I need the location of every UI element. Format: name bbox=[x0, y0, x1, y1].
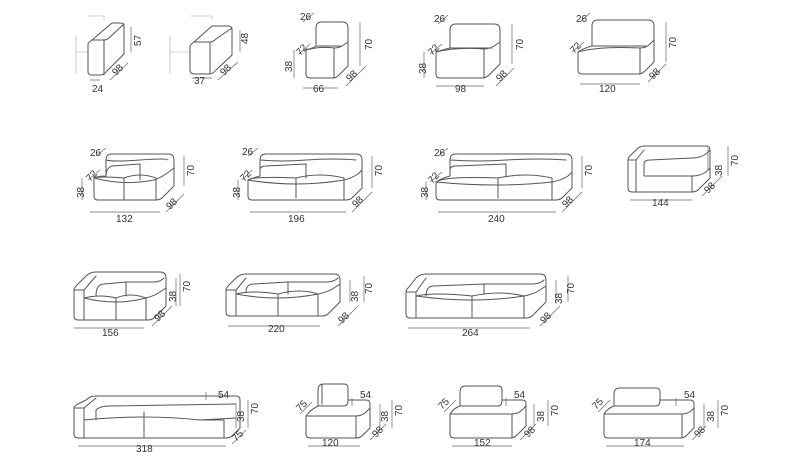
arm318-back-label: 54 bbox=[218, 390, 230, 401]
module-armrest: 57 24 98 bbox=[75, 15, 144, 95]
armrest-width-label: 24 bbox=[92, 84, 104, 95]
sofa240-height-label: 70 bbox=[584, 164, 595, 176]
seat98-width-label: 98 bbox=[455, 84, 467, 95]
sofa132-seatdepth-label: 72 bbox=[84, 168, 100, 184]
seat120-back-label: 26 bbox=[576, 14, 588, 25]
backrest-depth-label: 98 bbox=[218, 62, 234, 78]
module-seat-120: 26 72 70 120 98 bbox=[568, 12, 679, 95]
chaise152-back-label: 54 bbox=[514, 390, 526, 401]
module-sofa-132: 26 72 38 70 132 98 bbox=[76, 147, 197, 225]
chaise152-seatdepth-label: 75 bbox=[436, 396, 452, 412]
arm318-depth-label: 75 bbox=[230, 428, 246, 444]
seat66-width-label: 66 bbox=[313, 84, 325, 95]
arm156-height-label: 70 bbox=[182, 280, 193, 292]
arm220-seatheight-label: 38 bbox=[350, 290, 361, 302]
module-chaise-152: 54 75 38 70 152 98 bbox=[436, 385, 561, 449]
chaise152-width-label: 152 bbox=[474, 438, 491, 449]
seat98-height-label: 70 bbox=[515, 38, 526, 50]
sofa240-back-label: 26 bbox=[434, 148, 446, 159]
seat66-height-label: 70 bbox=[364, 38, 375, 50]
armrest-height-label: 57 bbox=[133, 34, 144, 46]
seat98-seatdepth-label: 72 bbox=[426, 42, 442, 58]
chaise174-width-label: 174 bbox=[634, 438, 651, 449]
sofa196-height-label: 70 bbox=[374, 164, 385, 176]
seat66-back-label: 26 bbox=[300, 12, 312, 23]
chaise152-seatheight-label: 38 bbox=[536, 410, 547, 422]
sofa240-seatdepth-label: 72 bbox=[426, 170, 442, 186]
sofa196-width-label: 196 bbox=[288, 214, 305, 225]
arm156-width-label: 156 bbox=[102, 328, 119, 339]
module-seat-66: 26 72 38 70 66 98 bbox=[284, 12, 375, 95]
chaise174-seatheight-label: 38 bbox=[706, 410, 717, 422]
arm220-depth-label: 98 bbox=[336, 310, 352, 326]
sofa132-seatheight-label: 38 bbox=[76, 186, 87, 198]
module-chaise-174: 54 75 38 70 174 98 bbox=[590, 387, 731, 449]
seat120-depth-label: 98 bbox=[647, 66, 663, 82]
arm318-seatheight-label: 38 bbox=[236, 410, 247, 422]
backrest-height-label: 48 bbox=[240, 32, 251, 44]
arm144-height-label: 70 bbox=[730, 154, 741, 166]
arm318-width-label: 318 bbox=[136, 444, 153, 455]
module-arm-seat-144: 38 70 144 98 bbox=[627, 145, 741, 209]
arm144-width-label: 144 bbox=[652, 198, 669, 209]
seat66-seatdepth-label: 72 bbox=[294, 42, 310, 58]
module-seat-98: 26 72 38 70 98 98 bbox=[418, 14, 526, 95]
module-sofa-196: 26 72 38 70 196 98 bbox=[232, 147, 385, 225]
module-arm-sofa-264: 38 70 264 98 bbox=[405, 273, 577, 339]
module-backrest-end: 48 37 98 bbox=[169, 15, 251, 87]
sofa196-seatheight-label: 38 bbox=[232, 186, 243, 198]
chaise120-width-label: 120 bbox=[322, 438, 339, 449]
arm318-height-label: 70 bbox=[250, 402, 261, 414]
chaise120-seatheight-label: 38 bbox=[380, 410, 391, 422]
sofa132-back-label: 26 bbox=[90, 148, 102, 159]
arm264-depth-label: 98 bbox=[538, 310, 554, 326]
module-sofa-240: 26 72 38 70 240 98 bbox=[420, 147, 595, 225]
seat120-seatdepth-label: 72 bbox=[568, 40, 584, 56]
module-arm-sofa-156: 38 70 156 98 bbox=[73, 271, 193, 339]
sofa132-depth-label: 98 bbox=[164, 196, 180, 212]
module-chaise-120: 54 75 38 70 120 98 bbox=[294, 383, 405, 449]
seat66-seatheight-label: 38 bbox=[284, 60, 295, 72]
arm144-seatheight-label: 38 bbox=[714, 164, 725, 176]
arm156-seatheight-label: 38 bbox=[168, 290, 179, 302]
chaise120-seatdepth-label: 75 bbox=[294, 398, 310, 414]
seat98-seatheight-label: 38 bbox=[418, 62, 429, 74]
seat98-back-label: 26 bbox=[434, 14, 446, 25]
sofa196-back-label: 26 bbox=[242, 147, 254, 158]
arm264-seatheight-label: 38 bbox=[554, 292, 565, 304]
backrest-width-label: 37 bbox=[194, 76, 206, 87]
chaise174-back-label: 54 bbox=[684, 390, 696, 401]
arm220-height-label: 70 bbox=[364, 282, 375, 294]
chaise152-height-label: 70 bbox=[550, 404, 561, 416]
chaise174-seatdepth-label: 75 bbox=[590, 396, 606, 412]
seat98-depth-label: 98 bbox=[494, 68, 510, 84]
chaise120-height-label: 70 bbox=[394, 404, 405, 416]
sofa132-height-label: 70 bbox=[186, 164, 197, 176]
arm264-width-label: 264 bbox=[462, 328, 479, 339]
sofa240-width-label: 240 bbox=[488, 214, 505, 225]
arm264-height-label: 70 bbox=[566, 282, 577, 294]
seat120-width-label: 120 bbox=[599, 84, 616, 95]
module-arm-sofa-220: 38 70 220 98 bbox=[225, 273, 375, 335]
seat66-depth-label: 98 bbox=[344, 68, 360, 84]
chaise120-back-label: 54 bbox=[360, 390, 372, 401]
module-arm-sofa-318: 54 38 70 318 75 bbox=[73, 390, 261, 455]
sofa132-width-label: 132 bbox=[116, 214, 133, 225]
arm220-width-label: 220 bbox=[268, 324, 285, 335]
seat120-height-label: 70 bbox=[668, 36, 679, 48]
chaise174-height-label: 70 bbox=[720, 404, 731, 416]
arm156-depth-label: 98 bbox=[152, 308, 168, 324]
sofa240-seatheight-label: 38 bbox=[420, 186, 431, 198]
